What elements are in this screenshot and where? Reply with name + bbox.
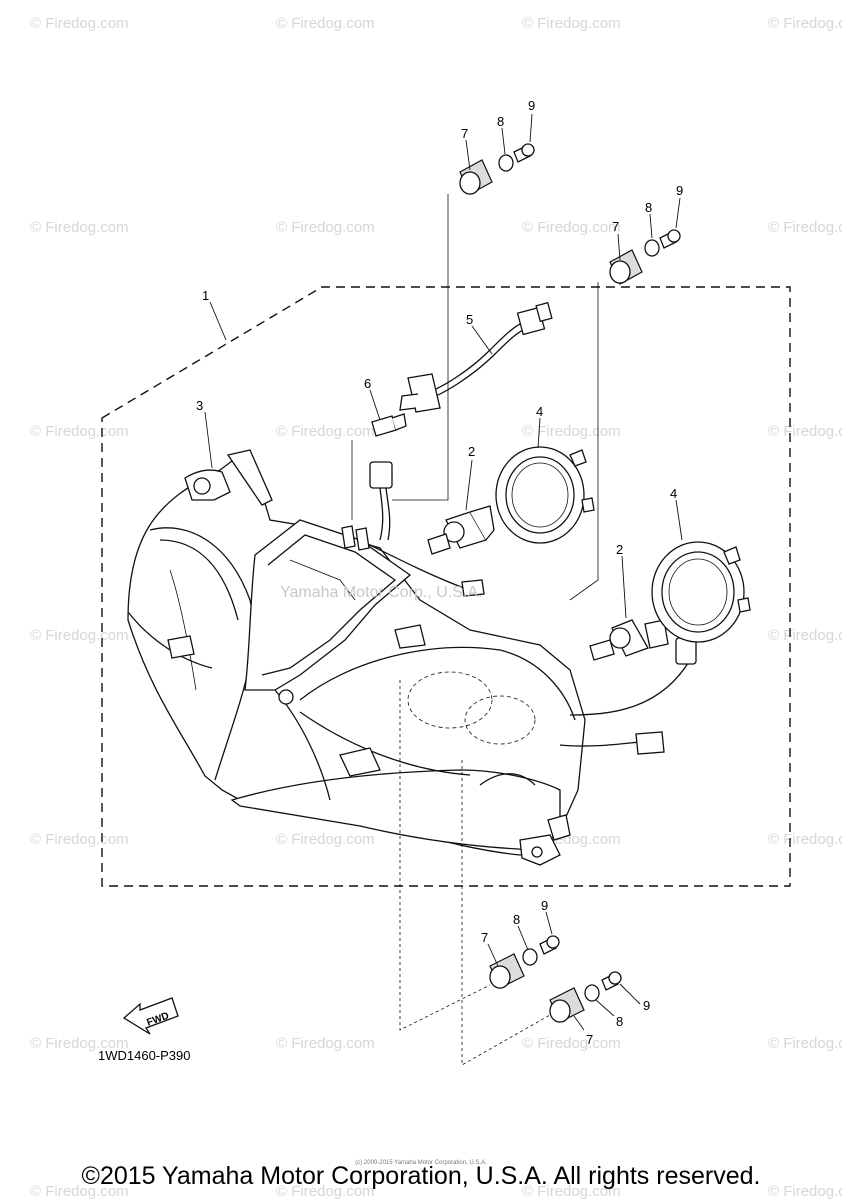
watermark: © Firedog.com (768, 423, 842, 440)
callout-7-top-right: 7 (612, 219, 619, 234)
hardware-set-bottom-left (489, 935, 560, 989)
watermark: © Firedog.com (30, 1035, 129, 1052)
watermark: © Firedog.com (768, 627, 842, 644)
watermark: © Firedog.com (30, 15, 129, 32)
watermark: © Firedog.com (768, 1035, 842, 1052)
callout-7-bottom-right: 7 (586, 1032, 593, 1047)
watermark: © Firedog.com (768, 831, 842, 848)
callout-layer: 1 3 5 6 2 4 4 2 7 8 9 7 8 9 7 8 9 7 8 9 (196, 98, 683, 1047)
headlight-housing (127, 449, 691, 866)
bulb-cover-upper (495, 446, 595, 544)
part-code: 1WD1460-P390 (98, 1048, 191, 1063)
leader-lines (204, 113, 683, 1031)
headlight-bulb-lower (589, 619, 697, 665)
callout-2-lower: 2 (616, 542, 623, 557)
watermark: © Firedog.com (276, 15, 375, 32)
watermark: © Firedog.com (522, 1183, 621, 1200)
callout-1: 1 (202, 288, 209, 303)
bulb-socket (369, 461, 393, 541)
copyright-notice: ©2015 Yamaha Motor Corporation, U.S.A. A… (81, 1162, 761, 1190)
callout-4-upper: 4 (536, 404, 543, 419)
callout-5: 5 (466, 312, 473, 327)
watermark: © Firedog.com (522, 1035, 621, 1052)
bulb-cover-lower (651, 541, 751, 643)
callout-3: 3 (196, 398, 203, 413)
watermark: © Firedog.com (276, 831, 375, 848)
callout-8-bottom-right: 8 (616, 1014, 623, 1029)
callout-7-bottom-left: 7 (481, 930, 488, 945)
callout-4-lower: 4 (670, 486, 677, 501)
small-bulb (371, 413, 407, 437)
callout-8-bottom-left: 8 (513, 912, 520, 927)
watermark: © Firedog.com (30, 219, 129, 236)
callout-9-bottom-right: 9 (643, 998, 650, 1013)
hardware-set-top-right (609, 229, 681, 285)
watermark: © Firedog.com (522, 219, 621, 236)
watermark: © Firedog.com (522, 15, 621, 32)
headlight-bulb-upper (427, 505, 495, 555)
hardware-set-bottom-right (549, 971, 622, 1023)
hardware-set-top-left (459, 143, 535, 195)
callout-8-top-right: 8 (645, 200, 652, 215)
assembly-boundary (101, 286, 791, 887)
watermark: © Firedog.com (768, 219, 842, 236)
watermark: © Firedog.com (768, 15, 842, 32)
small-copyright: (c) 2000-2015 Yamaha Motor Corporation, … (355, 1160, 487, 1166)
watermark: © Firedog.com (30, 423, 129, 440)
callout-9-top-right: 9 (676, 183, 683, 198)
callout-9-top-left: 9 (528, 98, 535, 113)
callout-2-upper: 2 (468, 444, 475, 459)
watermark: © Firedog.com (30, 627, 129, 644)
watermark: © Firedog.com (522, 423, 621, 440)
watermark: © Firedog.com (276, 1035, 375, 1052)
callout-8-top-left: 8 (497, 114, 504, 129)
alignment-lines (351, 194, 599, 1066)
watermark: © Firedog.com (276, 423, 375, 440)
fwd-arrow-icon: FWD (122, 997, 179, 1035)
callout-9-bottom-left: 9 (541, 898, 548, 913)
watermark: © Firedog.com (30, 831, 129, 848)
callout-6: 6 (364, 376, 371, 391)
watermark: © Firedog.com (276, 219, 375, 236)
watermark: © Firedog.com (768, 1183, 842, 1200)
watermark: © Firedog.com (30, 1183, 129, 1200)
diagram-watermark: Yamaha Motor Corp., U.S.A. (280, 584, 483, 601)
watermark: © Firedog.com (276, 1183, 375, 1200)
callout-7-top-left: 7 (461, 126, 468, 141)
wire-harness (399, 301, 553, 413)
